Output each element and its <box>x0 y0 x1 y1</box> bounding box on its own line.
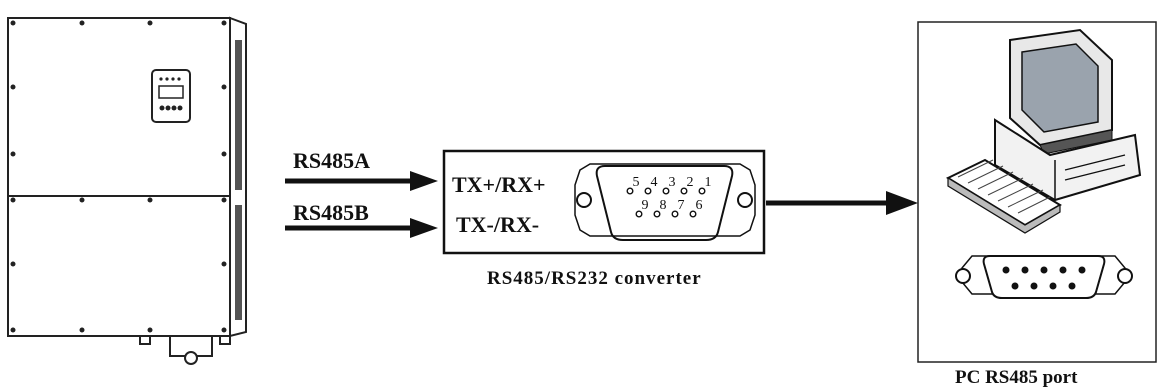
pin-number: 7 <box>678 198 685 213</box>
keyboard-edge <box>947 176 1061 234</box>
pc-db9-mount-hole-right <box>1117 268 1133 284</box>
arrow-rs485b <box>285 218 438 238</box>
monitor-screen <box>1021 43 1099 133</box>
pin-number: 4 <box>651 175 658 190</box>
pc-db9-port-icon <box>982 255 1106 299</box>
inverter-screws <box>10 20 227 333</box>
converter-db9-flange <box>574 163 756 237</box>
arrow-to-pc <box>766 191 918 215</box>
tx-minus-label: TX-/RX- <box>456 212 540 237</box>
inverter-device <box>7 16 247 365</box>
inverter-buttons <box>159 105 183 111</box>
inverter-indicator-leds <box>159 77 181 81</box>
pc-db9-mount-hole-left <box>955 268 971 284</box>
converter-caption: RS485/RS232 converter <box>487 268 702 289</box>
pin-number: 1 <box>705 175 712 190</box>
rs485b-label: RS485B <box>293 200 369 225</box>
heatsink-fins-upper <box>235 40 242 190</box>
inverter-body <box>7 17 231 337</box>
converter-db9-pins <box>626 187 706 218</box>
pin-number: 2 <box>687 175 694 190</box>
inverter-bottom-port-2 <box>219 335 231 345</box>
pin-number: 6 <box>696 198 703 213</box>
rs485-rs232-converter: 5 4 3 2 1 9 8 7 6 <box>442 149 766 255</box>
pc-db9-pins <box>1002 266 1086 290</box>
heatsink-fins-lower <box>235 205 242 320</box>
keyboard-keys <box>957 159 1051 214</box>
rs485a-label: RS485A <box>293 148 371 173</box>
converter-db9-shell <box>595 165 734 241</box>
tx-plus-label: TX+/RX+ <box>452 172 546 197</box>
converter-db9-mount-hole-left <box>576 192 592 208</box>
pin-number: 5 <box>633 175 640 190</box>
pc-device <box>917 21 1157 363</box>
converter-db9-mount-hole-right <box>737 192 753 208</box>
arrow-rs485a <box>285 171 438 191</box>
inverter-bottom-port-1 <box>139 335 151 345</box>
pin-number: 9 <box>642 198 649 213</box>
inverter-lcd-screen <box>158 85 184 99</box>
pin-number: 3 <box>669 175 676 190</box>
pin-number: 8 <box>660 198 667 213</box>
pc-port-caption: PC RS485 port <box>955 367 1078 388</box>
inverter-cable-gland <box>184 351 198 365</box>
